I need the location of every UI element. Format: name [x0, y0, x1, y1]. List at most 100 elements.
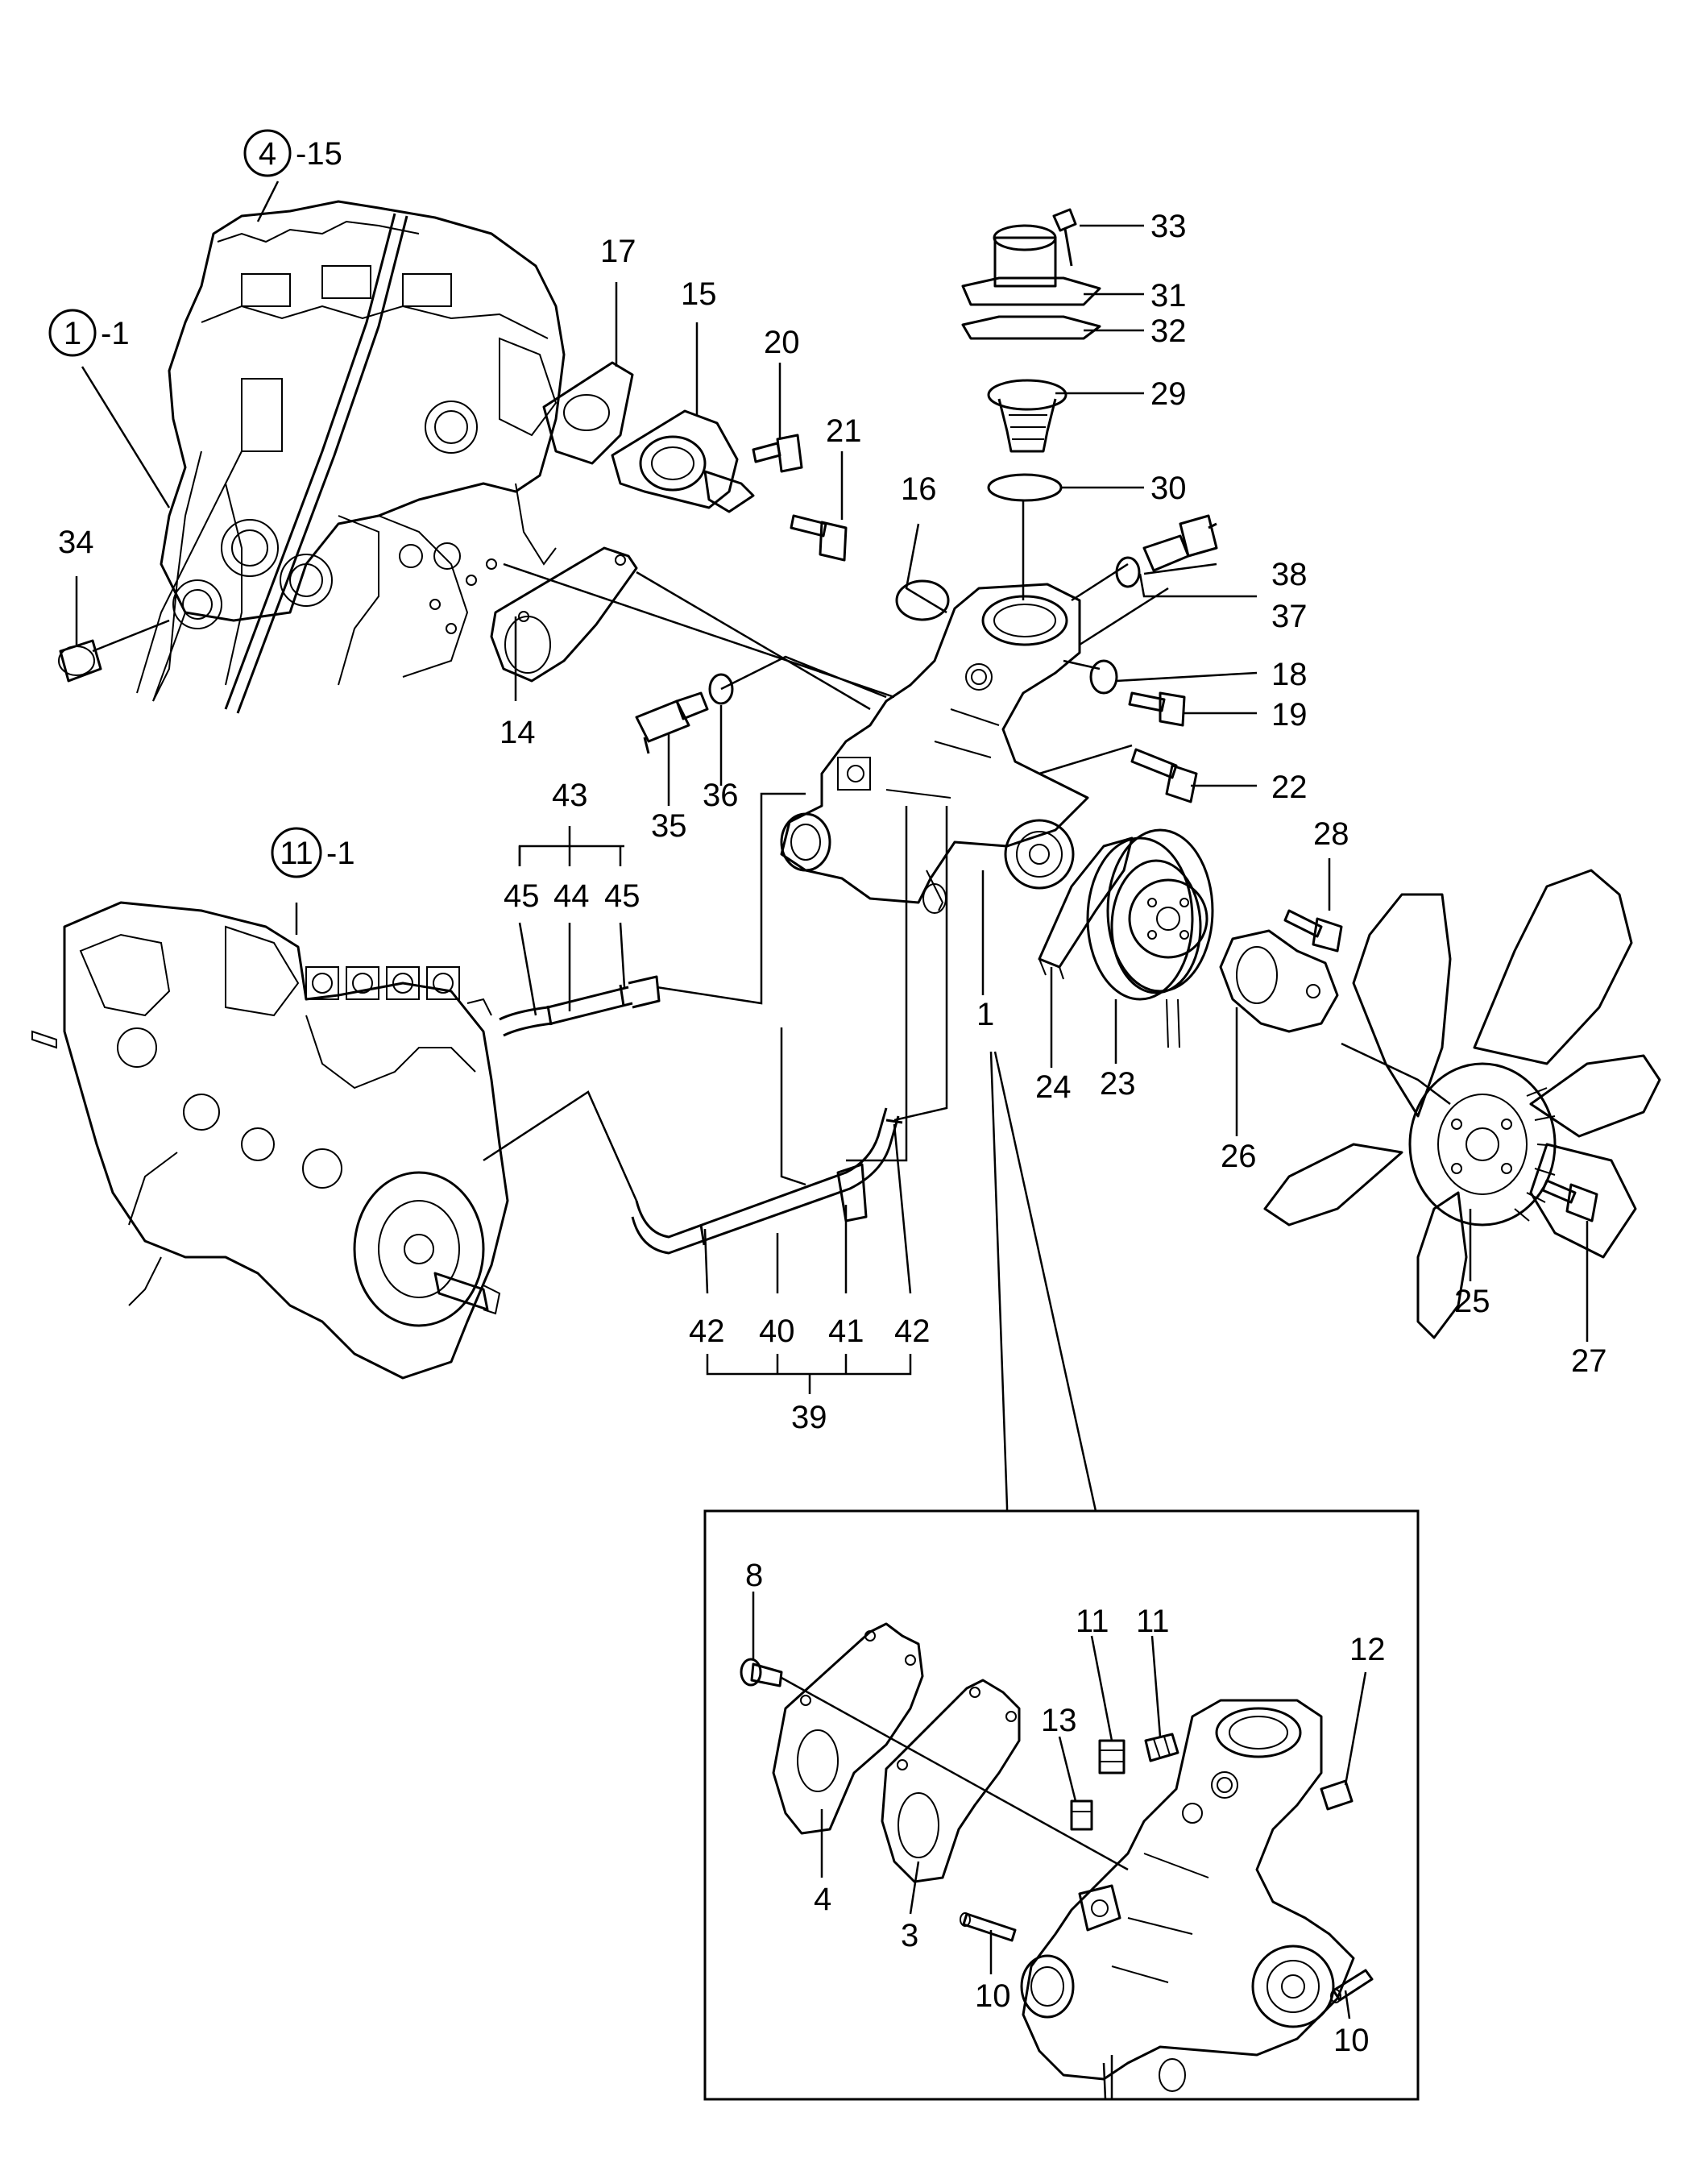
detail-water-pump-body — [1020, 1699, 1355, 2092]
detail-plug-13 — [1070, 1799, 1093, 1831]
callout-27: 27 — [1571, 1343, 1607, 1379]
o-ring-16 — [895, 579, 950, 621]
cylinder-head-drawing — [136, 200, 566, 714]
reference-suffix: -15 — [296, 136, 342, 172]
leader-lines — [75, 181, 1589, 1512]
pipe-43-lead — [846, 806, 908, 1162]
callout-38: 38 — [1271, 557, 1308, 592]
callout-24: 24 — [1035, 1069, 1072, 1105]
callout-42-right: 42 — [894, 1314, 931, 1349]
callout-44: 44 — [553, 878, 590, 914]
pipe-43-to-pump-line — [656, 792, 806, 1005]
detail-callout-11-right: 11 — [1136, 1604, 1170, 1639]
callout-43: 43 — [552, 778, 588, 813]
reference-1-1: 1 -1 — [48, 309, 130, 357]
bolt-28 — [1283, 909, 1343, 953]
reference-suffix: -1 — [326, 836, 355, 871]
detail-leader-lines — [752, 1592, 1367, 2100]
callout-26: 26 — [1221, 1139, 1257, 1174]
thermostat-gasket-17 — [542, 361, 634, 465]
fuel-pipe-43 — [499, 975, 661, 1037]
callout-35: 35 — [651, 808, 687, 844]
callout-labels: 33 31 32 29 30 38 37 1 8 19 22 17 15 20 2… — [58, 209, 1607, 2058]
callout-28: 28 — [1313, 816, 1349, 852]
thermostat-housing-15 — [611, 409, 755, 513]
reference-number: 1 — [64, 316, 81, 351]
reference-suffix: -1 — [101, 316, 130, 351]
detail-callout-10-left: 10 — [975, 1978, 1011, 2014]
callout-22: 22 — [1271, 770, 1308, 805]
detail-bolt-8 — [740, 1658, 783, 1687]
callout-45-left: 45 — [504, 878, 540, 914]
detail-callout-4: 4 — [814, 1882, 831, 1917]
detail-box — [703, 1509, 1420, 2101]
detail-callout-10-right: 10 — [1333, 2023, 1370, 2058]
callout-37: 37 — [1271, 599, 1308, 634]
pipe-39-box-line — [780, 1027, 806, 1186]
callout-45-right: 45 — [604, 878, 640, 914]
fan-pulley-23 — [1086, 828, 1214, 1048]
thermostat-gasket-32 — [961, 315, 1101, 340]
bolt-21 — [790, 514, 848, 562]
washer-37 — [1115, 556, 1141, 588]
injection-pump-drawing — [31, 901, 509, 1380]
callout-23: 23 — [1100, 1066, 1136, 1102]
detail-pin-10a — [960, 1912, 1017, 1942]
group-brackets — [518, 826, 912, 1394]
detail-plug-12 — [1320, 1779, 1354, 1811]
callout-20: 20 — [764, 325, 800, 360]
reference-number: 11 — [280, 836, 313, 871]
bolt-19 — [1128, 691, 1186, 727]
reference-11-1: 11 -1 — [271, 827, 355, 878]
fuel-pipe-39 — [631, 1107, 903, 1255]
pipe-39-to-injection-line — [483, 1090, 638, 1202]
washer-36 — [708, 673, 734, 705]
callout-34: 34 — [58, 525, 94, 560]
bolt-22 — [1130, 748, 1198, 803]
detail-callout-3: 3 — [901, 1918, 918, 1953]
callout-36: 36 — [703, 778, 739, 813]
reference-4-15: 4 -15 — [243, 129, 342, 177]
v-belt-24 — [1038, 836, 1134, 980]
reference-circle — [243, 129, 292, 177]
thermostat-29 — [987, 379, 1068, 453]
sensor-35 — [635, 691, 709, 754]
callout-29: 29 — [1150, 376, 1187, 412]
callout-14: 14 — [500, 715, 536, 750]
callout-17: 17 — [600, 234, 636, 269]
callout-32: 32 — [1150, 313, 1187, 349]
detail-callout-12: 12 — [1349, 1632, 1386, 1667]
bolt-20 — [752, 434, 803, 473]
callout-42-left: 42 — [689, 1314, 725, 1349]
detail-plug-11b — [1144, 1733, 1179, 1762]
callout-15: 15 — [681, 276, 717, 312]
detail-callout-8: 8 — [745, 1558, 763, 1593]
cooling-fan-25 — [1263, 869, 1661, 1339]
detail-gasket-4 — [772, 1622, 924, 1835]
drain-plug-34 — [58, 619, 170, 683]
callout-19: 19 — [1271, 697, 1308, 733]
thermostat-cover-31 — [961, 224, 1101, 306]
callout-30: 30 — [1150, 471, 1187, 506]
detail-gasket-3 — [881, 1679, 1021, 1883]
callout-33: 33 — [1150, 209, 1187, 244]
o-ring-30 — [987, 473, 1063, 502]
callout-39: 39 — [791, 1400, 827, 1435]
gasket-14 — [490, 546, 638, 683]
sender-38 — [1142, 514, 1218, 572]
callout-21: 21 — [826, 413, 862, 449]
pipe-39-to-pump-line — [893, 806, 948, 1122]
callout-16: 16 — [901, 471, 937, 507]
washer-18 — [1089, 659, 1118, 695]
detail-plug-11a — [1098, 1739, 1126, 1774]
detail-callout-11-left: 11 — [1076, 1604, 1109, 1639]
detail-callout-13: 13 — [1041, 1703, 1077, 1738]
callout-40: 40 — [759, 1314, 795, 1349]
callout-31: 31 — [1150, 278, 1187, 313]
water-pump-assembly-1 — [780, 583, 1089, 914]
callout-41: 41 — [828, 1314, 864, 1349]
callout-25: 25 — [1454, 1284, 1490, 1319]
reference-circle — [48, 309, 97, 357]
